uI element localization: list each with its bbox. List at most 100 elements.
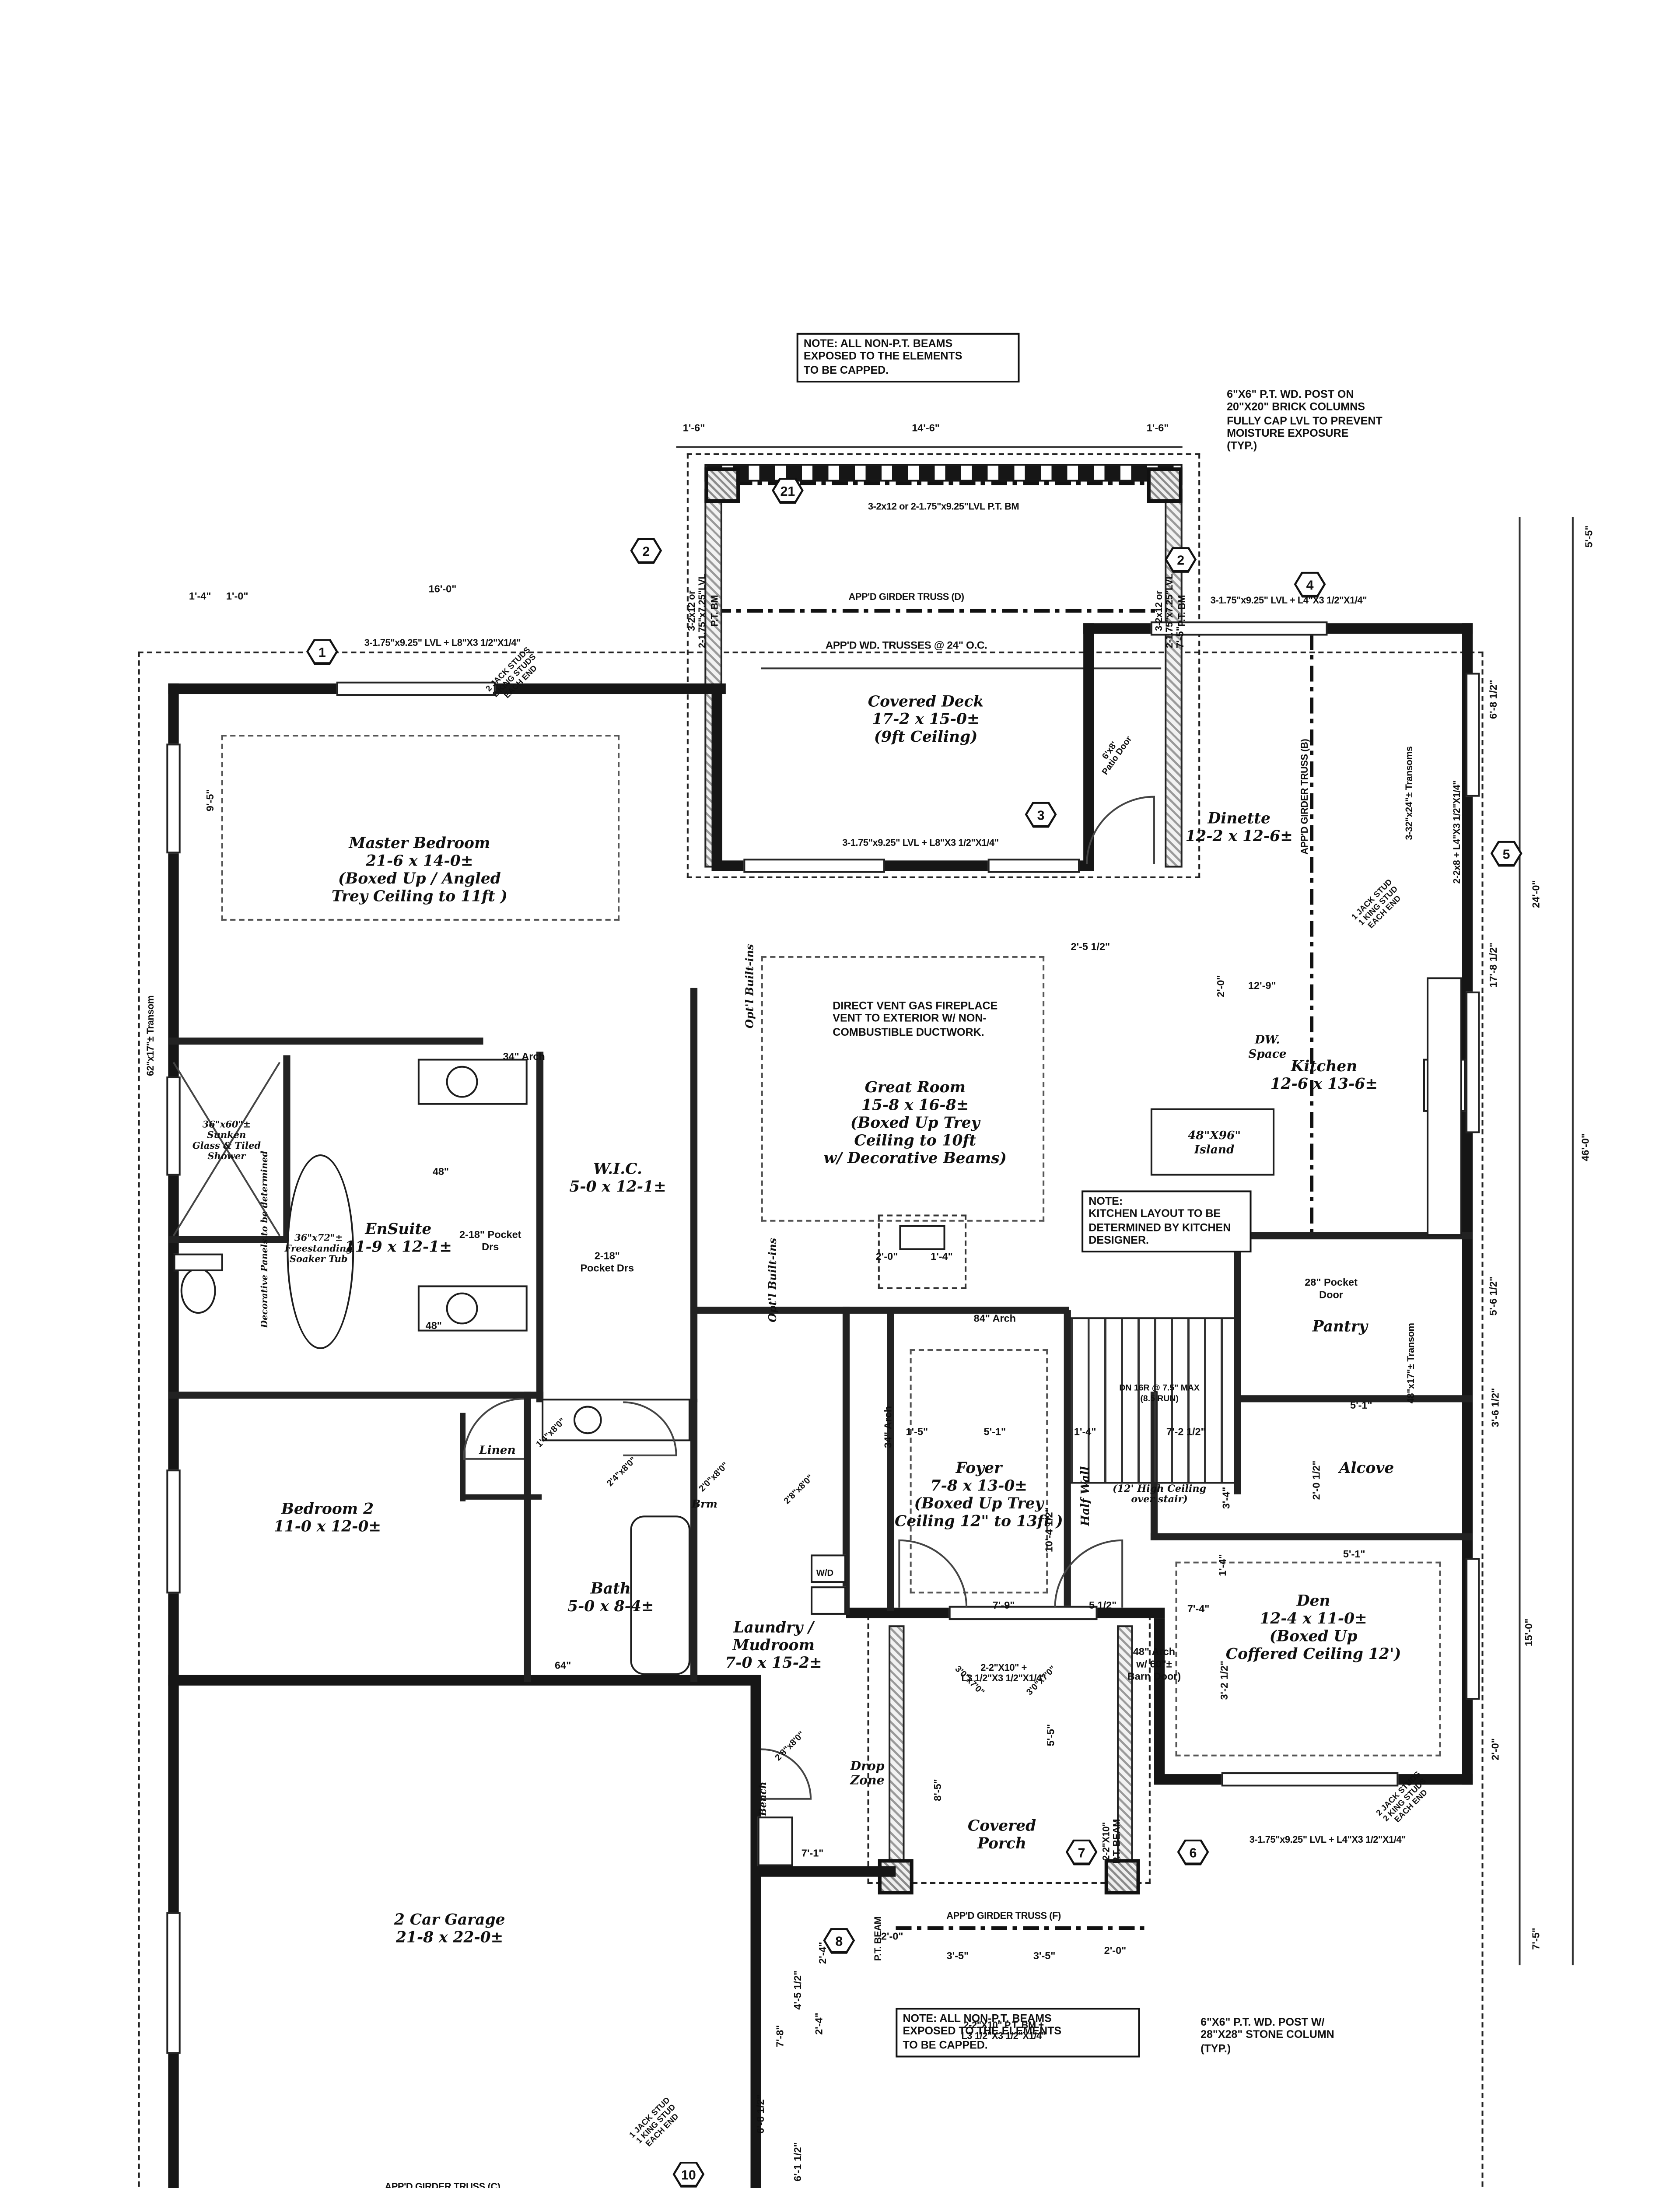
wall [842,1306,850,1615]
dim: 5'-5" [1585,525,1596,548]
truss-wd-24oc: APP'D WD. TRUSSES @ 24" O.C. [825,642,987,652]
foyer-trey-ceiling [910,1349,1048,1594]
truss-girder-b: APP'D GIRDER TRUSS (B) [1301,739,1312,855]
dim: 6'-8 1/2" [1490,680,1501,719]
deck-outline [686,453,1200,878]
den-coffered-ceiling [1175,1561,1441,1757]
window [336,681,496,696]
room-dinette: Dinette 12-2 x 12-6± [1185,811,1293,846]
note-post-stone: 6"X6" P.T. WD. POST W/ 28"X28" STONE COL… [1200,2016,1334,2055]
dim: 16'-0" [428,585,457,596]
dim: 1'-4" [1074,1428,1096,1439]
truss-girder-f: APP'D GIRDER TRUSS (F) [946,1911,1061,1923]
dim: 7'-5" [1532,1928,1543,1950]
front-door-opening [948,1606,1098,1620]
wall [1083,623,1094,871]
toilet [180,1267,216,1314]
optl-built-ins-1: Opt'l Built-ins [767,1238,780,1322]
dim: 1'-0" [226,592,248,603]
room-bedroom-2: Bedroom 2 11-0 x 12-0± [273,1501,382,1537]
dim: 1'-6" [1146,424,1169,435]
dim: 5'-5" [1047,1724,1058,1746]
dim: 10'-4 1/2" [1045,1507,1056,1553]
dim: 12'-9" [1248,982,1276,993]
window [1150,621,1328,636]
dim: 7'-5" [1176,626,1187,649]
dim-line [1572,517,1574,1966]
wall [750,1866,896,1877]
half-wall: Half Wall [1078,1466,1093,1526]
wall [711,683,722,871]
wall [460,1413,466,1502]
wall [460,1494,542,1500]
fixture-wd: W/D [816,1568,834,1580]
dim: 14'-6" [912,424,940,435]
dim: 2'-0" [881,1932,903,1943]
beam-top: 3-2x12 or 2-1.75"x9.25"LVL P.T. BM [868,502,1019,513]
note-beams-bottom: NOTE: ALL NON-P.T. BEAMS EXPOSED TO THE … [896,2008,1140,2058]
wall [887,1310,894,1611]
truss-girder-d: APP'D GIRDER TRUSS (D) [848,593,964,603]
dim: 5'-1" [1343,1550,1365,1561]
dim: 2'-0" [875,1252,898,1264]
beam-porch-right: 2-2"X10" P.T. BEAM [1102,1819,1124,1864]
dim: 1'-4" [1219,1554,1230,1576]
vanity-64: 64" [555,1662,571,1673]
wall [750,1682,761,2188]
dim: 8'-5" [934,1779,945,1801]
washer [811,1554,846,1583]
window [743,859,885,873]
door-pocket-wic: 2-18" Pocket Drs [580,1252,634,1275]
door-barn-den: 48" Arch w/ 60"± Barn Door) [1127,1648,1181,1683]
window [166,743,181,854]
room-covered-deck: Covered Deck 17-2 x 15-0± (9ft Ceiling) [868,694,984,747]
dryer [811,1586,846,1615]
dim: 2'-0" [1104,1946,1127,1958]
vanity-48-top: 48" [432,1168,449,1178]
roof-overhang-outline [138,651,1484,2188]
room-kitchen: Kitchen 12-6 x 13-6± [1270,1059,1378,1094]
wall [1154,1618,1165,1781]
girder-truss-d-line [715,609,1162,612]
master-trey-ceiling [221,735,620,921]
wall [1234,1232,1241,1403]
note-post-brick: 6"X6" P.T. WD. POST ON 20"X20" BRICK COL… [1227,389,1382,453]
window-transom-right: 48"x17"± Transom [1407,1323,1418,1404]
window [166,1076,181,1176]
dim: 7'-2 1/2" [1166,1428,1206,1439]
dim: 17'-8 1/2" [1490,942,1501,988]
fixture-shower: 36"x60"± Sunken Glass & Tiled Shower [192,1120,261,1164]
wall [690,1306,1069,1314]
room-brm: Brm [691,1498,718,1511]
dim: 3'-4" [1222,1487,1233,1509]
window-transom-left: 62"x17"± Transom [147,995,158,1076]
room-bath: Bath 5-0 x 8-4± [567,1581,654,1616]
dim: 3'-5" [946,1952,969,1963]
note-fireplace: DIRECT VENT GAS FIREPLACE VENT TO EXTERI… [833,1000,998,1039]
dim: 7'-9" [992,1601,1015,1613]
kitchen-counter [1427,977,1462,1236]
window [166,1469,181,1594]
room-foyer: Foyer 7-8 x 13-0± (Boxed Up Trey Ceiling… [895,1460,1063,1532]
dim: 7'-8" [776,2025,787,2048]
wall [536,1052,544,1403]
wall [168,1675,761,1686]
window [1466,991,1480,1133]
room-ensuite: EnSuite 11-9 x 12-1± [344,1221,452,1257]
patio-door-opening [987,859,1080,873]
room-alcove: Alcove [1339,1460,1394,1479]
note-kitchen: NOTE: KITCHEN LAYOUT TO BE DETERMINED BY… [1082,1190,1252,1253]
fireplace [878,1214,967,1289]
girder-truss-b-line [1310,634,1313,1236]
wall [168,1236,289,1243]
beam-dinette-right: 2-2x8 + L4"X3 1/2"X1/4" [1453,780,1464,884]
girder-truss-f-line [896,1926,1147,1929]
marker-10: 10 [672,2161,705,2188]
dim: 3'-2 1/2" [1221,1660,1232,1700]
beam-deck-bottom: 3-1.75"x9.25" LVL + L8"X3 1/2"X1/4" [842,839,999,850]
room-master-bedroom: Master Bedroom 21-6 x 14-0± (Boxed Up / … [331,835,508,907]
beam-porch-top: 2-2"X10" + L3 1/2"X3 1/2"X1/4" [961,1663,1046,1686]
kitchen-island [1150,1108,1275,1176]
window [166,1912,181,2054]
